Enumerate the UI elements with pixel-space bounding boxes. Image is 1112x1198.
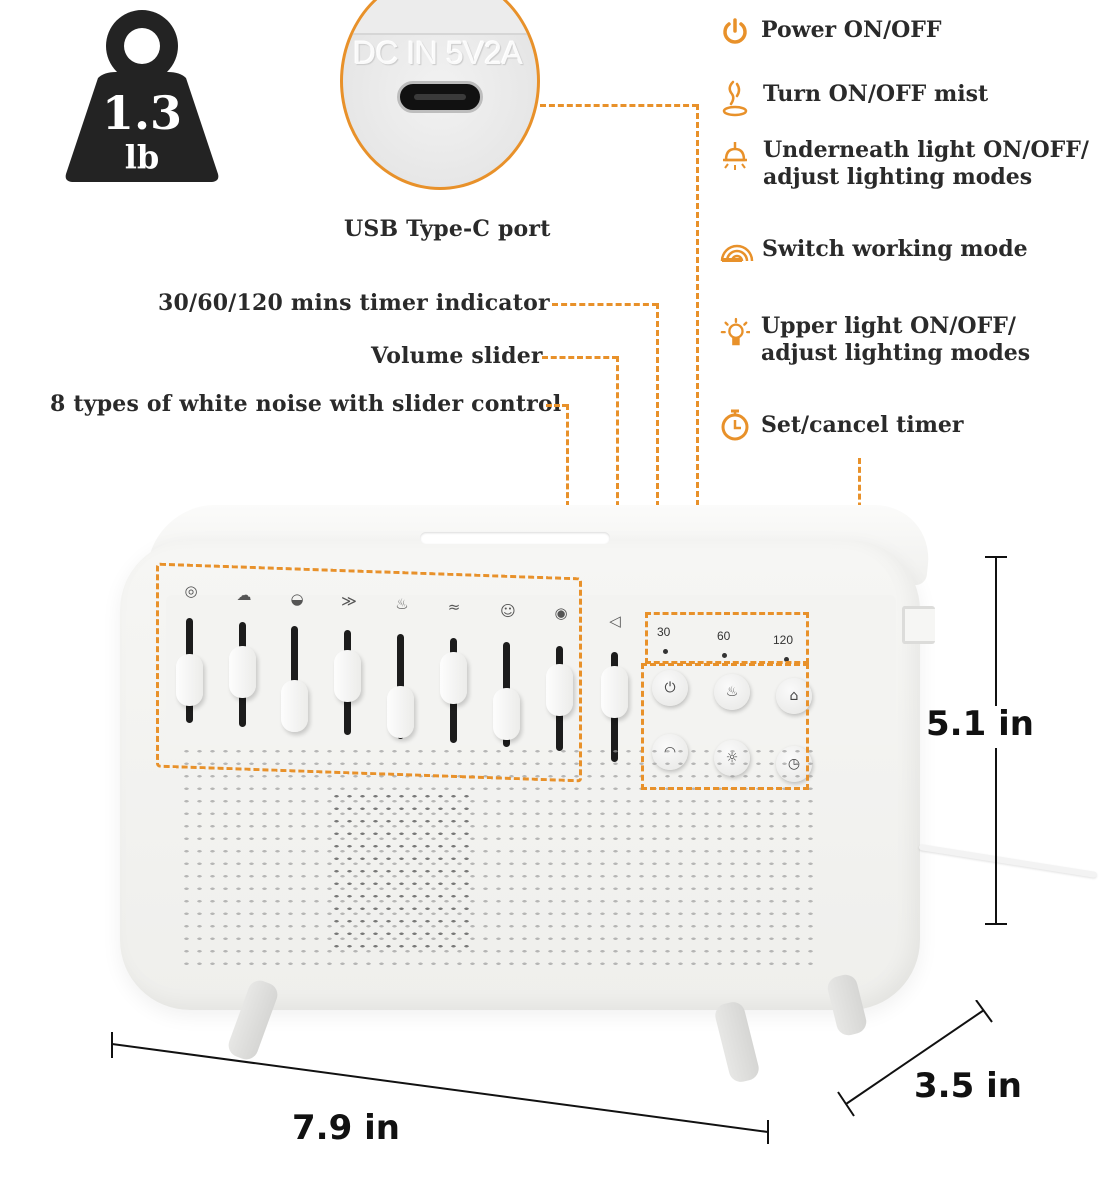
light-bulb-icon — [720, 316, 750, 352]
volume-slider-label: Volume slider — [371, 343, 543, 369]
power-button[interactable]: ⏻ — [652, 670, 688, 706]
buttons-highlight-box — [641, 663, 809, 790]
port-housing-edge — [343, 0, 537, 35]
timer-indicator-leader-h — [552, 303, 658, 306]
water-drop-bowl-icon: ◒ — [290, 590, 304, 608]
port-engraving: DC IN 5V2A — [353, 35, 523, 71]
timer-led-30 — [663, 649, 668, 654]
timer-indicator-leader-v — [656, 303, 659, 615]
feature-label-line2: adjust lighting modes — [761, 340, 1031, 366]
noise-slider-7[interactable] — [493, 688, 520, 740]
white-noise-highlight-box — [156, 562, 582, 783]
height-dim-line-bottom — [995, 748, 997, 924]
power-icon — [720, 16, 750, 46]
stream-icon: ≈ — [447, 598, 461, 616]
feature-label: Switch working mode — [762, 236, 1028, 262]
timer-led-120 — [784, 657, 789, 662]
timer-label-60: 60 — [717, 629, 731, 643]
feature-label: Power ON/OFF — [761, 17, 942, 43]
port-leader-h — [540, 104, 698, 107]
usb-c-port-icon — [397, 81, 483, 113]
height-dimension: 5.1 in — [926, 704, 1034, 744]
top-light-strip — [420, 532, 610, 544]
white-noise-leader-v — [566, 404, 569, 604]
white-noise-leader-h — [546, 404, 568, 407]
frog-icon: ☺ — [500, 602, 516, 620]
depth-dimension: 3.5 in — [914, 1066, 1022, 1106]
width-dim-line — [111, 1032, 769, 1144]
port-caption: USB Type-C port — [344, 216, 551, 242]
noise-slider-8[interactable] — [546, 664, 573, 716]
timer-label-120: 120 — [773, 633, 794, 647]
width-dimension: 7.9 in — [292, 1108, 400, 1148]
noise-slider-1[interactable] — [176, 654, 203, 706]
side-handle — [902, 606, 935, 644]
feature-label: Set/cancel timer — [761, 412, 964, 438]
wind-icon: ◎ — [184, 582, 198, 600]
noise-slider-6[interactable] — [440, 652, 467, 704]
timer-indicator-highlight-box — [645, 612, 809, 664]
white-noise-machine: ◎ ☁ ◒ ≫ ♨ ≈ ☺ ◉ ◁ 30 60 120 ⏻ — [110, 505, 1098, 1085]
speaker-grille — [180, 745, 820, 965]
stopwatch-icon — [720, 408, 750, 442]
thunderstorm-icon: ☁ — [236, 586, 252, 604]
ceiling-lamp-icon — [720, 140, 750, 178]
mist-icon — [720, 78, 750, 118]
kettlebell-weight-icon — [65, 10, 219, 182]
volume-leader-h — [542, 356, 618, 359]
fire-icon: ♨ — [395, 595, 409, 613]
mist-button[interactable]: ♨ — [714, 674, 750, 710]
feature-label-line1: Upper light ON/OFF/ — [761, 313, 1016, 339]
feature-label: Turn ON/OFF mist — [763, 81, 989, 107]
snail-icon: ◉ — [554, 604, 568, 622]
timer-led-60 — [722, 653, 727, 658]
height-dim-cap-top — [985, 556, 1007, 558]
device-body: ◎ ☁ ◒ ≫ ♨ ≈ ☺ ◉ ◁ 30 60 120 ⏻ — [120, 532, 935, 1010]
feature-label-line1: Underneath light ON/OFF/ — [763, 137, 1089, 163]
white-noise-label: 8 types of white noise with slider contr… — [50, 391, 562, 417]
noise-slider-2[interactable] — [229, 646, 256, 698]
height-dim-line-top — [995, 556, 997, 706]
timer-indicator-label: 30/60/120 mins timer indicator — [158, 290, 550, 316]
volume-leader-v — [616, 356, 619, 616]
weight-value: 1.3 — [101, 86, 183, 140]
noise-slider-5[interactable] — [387, 686, 414, 738]
noise-slider-3[interactable] — [281, 680, 308, 732]
bird-branch-icon: ≫ — [341, 592, 357, 610]
timer-label-30: 30 — [657, 625, 671, 639]
speaker-icon: ◁ — [609, 612, 621, 630]
height-dim-cap-bottom — [985, 923, 1007, 925]
noise-slider-4[interactable] — [334, 650, 361, 702]
port-leader-v — [696, 104, 699, 524]
volume-slider[interactable] — [601, 666, 628, 718]
depth-dim-line — [837, 1000, 993, 1117]
rainbow-mode-icon — [720, 236, 754, 266]
power-cable — [918, 843, 1098, 879]
feature-label-line2: adjust lighting modes — [763, 164, 1033, 190]
speaker-grille-center — [330, 790, 470, 950]
weight-badge: 1.3 lb — [64, 8, 220, 184]
port-closeup: DC IN 5V2A — [340, 0, 540, 190]
noise-slider-track[interactable] — [291, 626, 298, 731]
weight-unit: lb — [124, 138, 160, 176]
